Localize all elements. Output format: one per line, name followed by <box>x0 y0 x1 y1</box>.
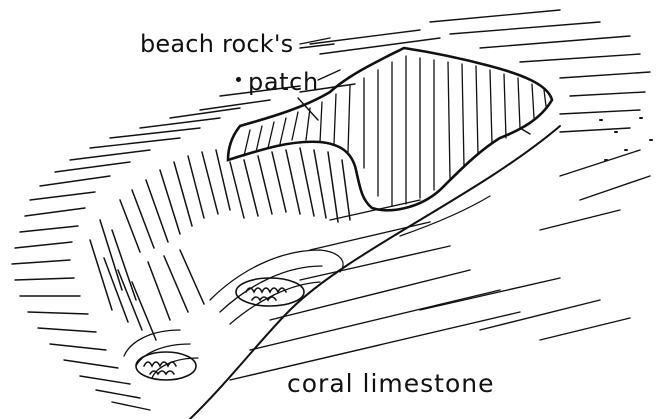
coral-heads-upper <box>236 278 304 306</box>
shore-speckles <box>600 118 652 160</box>
beach-rock-label: beach rock's <box>140 32 293 56</box>
coral-heads-lower <box>136 352 196 380</box>
coral-limestone-label: coral limestone <box>287 371 495 396</box>
patch-label: patch <box>248 70 319 94</box>
surrounding-terrain-hatching <box>12 10 650 410</box>
lower-terrace-contours <box>124 250 343 378</box>
label-dot <box>236 77 241 82</box>
